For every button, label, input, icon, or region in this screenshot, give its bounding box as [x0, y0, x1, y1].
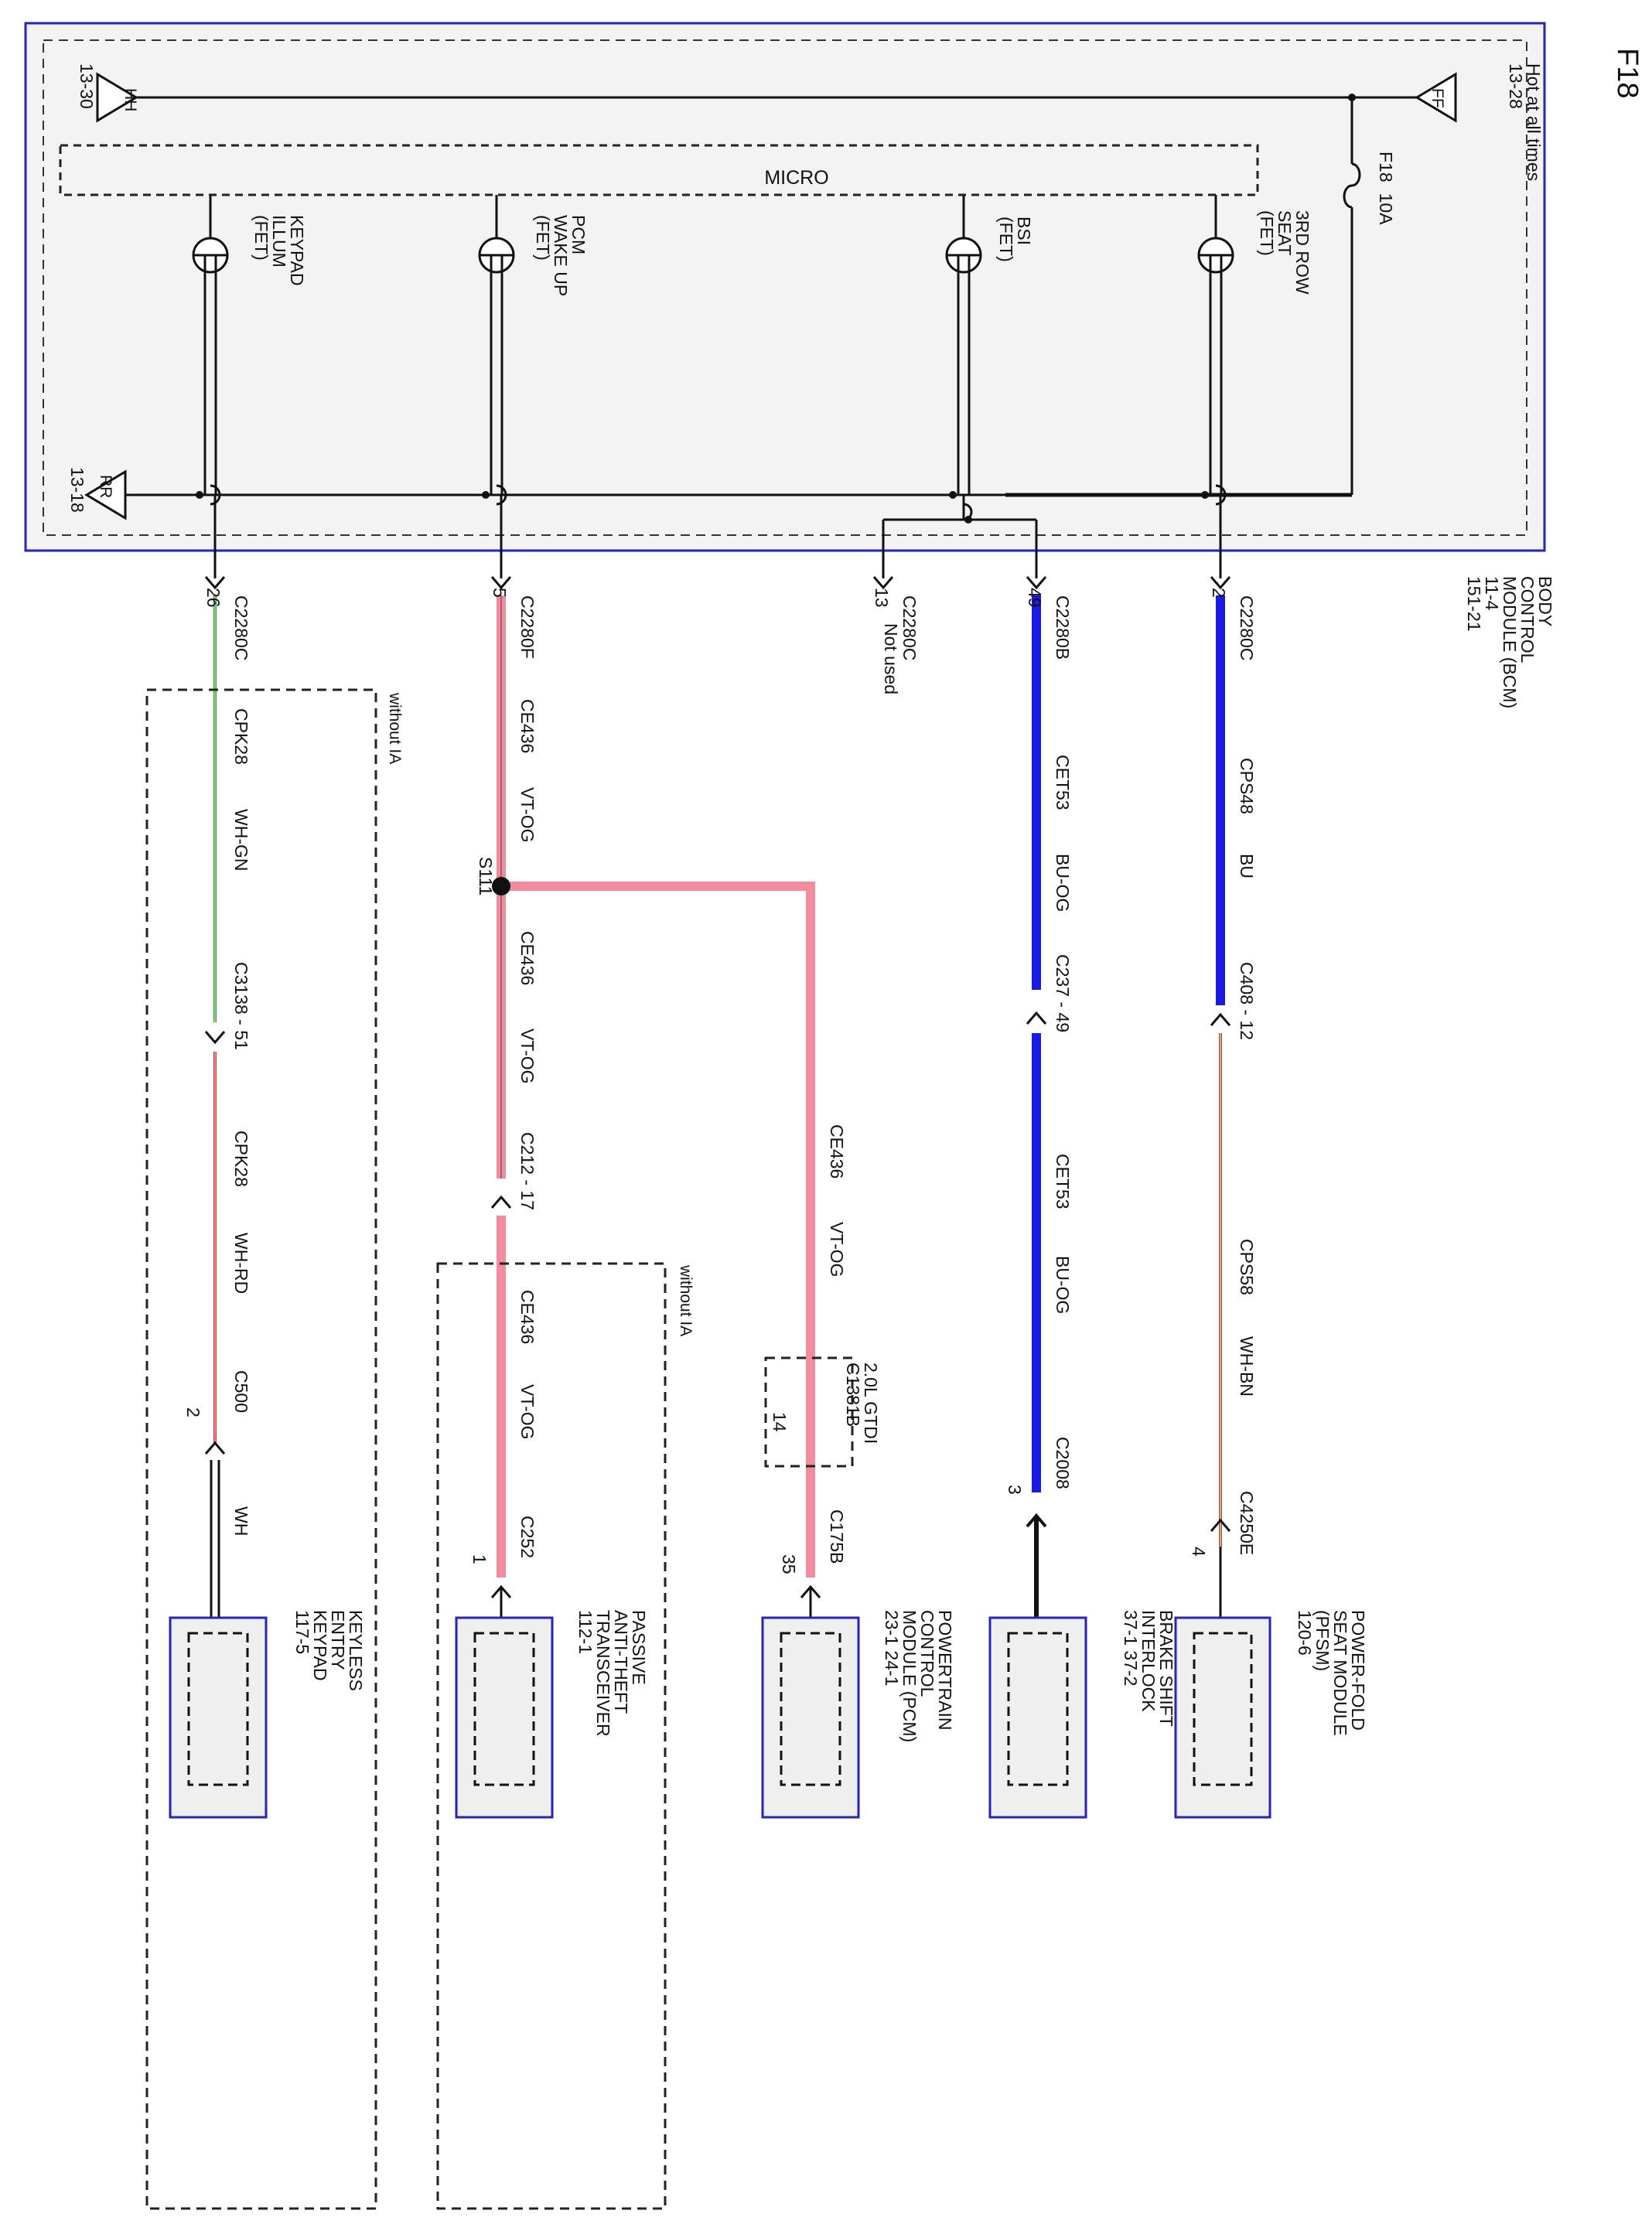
hh-ref: 13-30 [77, 63, 97, 109]
pfsm-color: BU [1237, 854, 1257, 878]
rr-ref: 13-18 [67, 467, 87, 513]
fuse-icon [1343, 162, 1361, 209]
fet-keypad-label: KEYPAD ILLUM (FET) [251, 215, 307, 291]
fet-3rd-row-label: 3RD ROW SEAT (FET) [1257, 210, 1312, 299]
unused-note: Not used [881, 623, 901, 694]
pats-inline-connector: C212 - 17 [517, 1132, 538, 1210]
pcm-end-connector: C175B [827, 1509, 847, 1564]
bcm-outer-box [24, 22, 1546, 552]
keypad-circuit: CPK28 [231, 708, 251, 765]
pats-circuit-b: CE436 [517, 931, 538, 985]
keypad-module-box [169, 1616, 268, 1819]
micro-box [59, 144, 1259, 196]
pats-option-box [436, 1262, 667, 2210]
pcm-branch-circuit: CE436 [827, 1124, 847, 1179]
fet-3rd-row-seat [1197, 195, 1234, 495]
keypad-bcm-connector: C2280C [231, 595, 251, 660]
circuit-power-fold-seat [1210, 495, 1231, 1618]
ff-ref: 13-28 [1506, 63, 1526, 109]
fet-bsi [945, 195, 982, 495]
bcm-name: BODY CONTROL MODULE (BCM) 11-4 151-21 [1464, 576, 1555, 714]
pats-color-b: VT-OG [517, 1028, 538, 1084]
pcm-end-pin: 35 [779, 1554, 799, 1574]
bsi-component-name: BRAKE SHIFT INTERLOCK 37-1 37-2 [1121, 1610, 1176, 1731]
fet-keypad-illum [192, 195, 229, 495]
circuit-keyless-entry-keypad [204, 495, 226, 1618]
pats-bcm-connector: C2280F [517, 595, 538, 659]
pfsm-circuit-b: CPS58 [1237, 1239, 1257, 1295]
pcm-option-pin: 14 [770, 1412, 790, 1432]
hh-flag-icon [96, 72, 138, 123]
pfsm-inline-connector: C408 - 12 [1237, 962, 1257, 1040]
circuit-passive-anti-theft [490, 495, 815, 1618]
pats-color-c: VT-OG [517, 1384, 538, 1440]
keypad-bcm-pin: 26 [203, 588, 224, 608]
pats-module-box [455, 1616, 554, 1819]
keypad-end-pin: 2 [183, 1407, 203, 1417]
keypad-component-name: KEYLESS ENTRY KEYPAD 117-5 [292, 1610, 366, 1696]
bsi-circuit-b: CET53 [1053, 1154, 1073, 1209]
pats-component-name: PASSIVE ANTI-THEFT TRANSCEIVER 112-1 [575, 1610, 649, 1741]
pfsm-end-connector: C4250E [1237, 1491, 1257, 1555]
bsi-color-b: BU-OG [1053, 1256, 1073, 1314]
keypad-end-connector: C500 [231, 1370, 251, 1413]
circuit-brake-shift-interlock [1026, 520, 1047, 1618]
splice-s111-icon [492, 877, 510, 895]
pfsm-circuit: CPS48 [1237, 758, 1257, 814]
fet-bsi-label: BSI (FET) [996, 217, 1034, 262]
unused-bcm-pin: 13 [872, 588, 892, 608]
hot-at-all-times-label: Hot at all times [1524, 63, 1544, 181]
bsi-end-pin: 3 [1005, 1485, 1025, 1495]
pfsm-end-pin: 4 [1189, 1547, 1209, 1557]
keypad-color: WH-GN [231, 809, 251, 871]
pcm-option-connector-label: 2.0L GTDI C1381B [843, 1363, 881, 1449]
fuse-label: F1810A [1376, 152, 1396, 225]
splice-s111-label: S111 [476, 857, 496, 895]
pfsm-bcm-connector: C2280C [1237, 595, 1257, 660]
pcm-module-box [761, 1616, 860, 1819]
pfsm-component-name: POWER-FOLD SEAT MODULE (PFSM) 120-6 [1295, 1610, 1368, 1741]
unused-bcm-connector: C2280C [899, 595, 920, 660]
circuit-not-used [872, 520, 894, 590]
bsi-circuit: CET53 [1053, 755, 1073, 810]
pcm-option-connector-box [764, 1356, 854, 1468]
keypad-option-box [145, 688, 377, 2210]
page-id: F18 [1611, 48, 1643, 98]
pats-end-connector: C252 [517, 1516, 538, 1558]
keypad-color-b: WH-RD [231, 1233, 251, 1294]
pats-color: VT-OG [517, 787, 538, 843]
pfsm-module-box [1174, 1616, 1271, 1819]
pats-circuit: CE436 [517, 699, 538, 753]
bsi-bcm-connector: C2280B [1053, 595, 1073, 660]
keypad-option-note: without IA [386, 692, 404, 764]
pats-bcm-pin: 5 [490, 588, 510, 598]
pats-option-note: without IA [677, 1264, 695, 1336]
bsi-end-connector: C2008 [1053, 1437, 1073, 1489]
pfsm-color-b: WH-BN [1237, 1336, 1257, 1397]
ff-flag-icon [1415, 72, 1457, 123]
pcm-branch-color: VT-OG [827, 1222, 847, 1277]
pats-end-pin: 1 [469, 1554, 490, 1564]
rr-flag-label: RR [97, 475, 114, 498]
pats-circuit-c: CE436 [517, 1290, 538, 1344]
pfsm-bcm-pin: 2 [1209, 588, 1229, 598]
micro-label: MICRO [764, 167, 828, 189]
keypad-circuit-b: CPK28 [231, 1131, 251, 1187]
keypad-end-color: WH [231, 1506, 251, 1536]
bsi-inline-connector: C237 - 49 [1053, 954, 1073, 1032]
fet-pcm-label: PCM WAKE UP (FET) [533, 215, 589, 301]
ff-flag-label: FF [1428, 88, 1446, 108]
bsi-bcm-pin: 49 [1025, 588, 1045, 608]
keypad-inline-connector: C3138 - 51 [231, 962, 251, 1050]
pcm-component-name: POWERTRAIN CONTROL MODULE (PCM) 23-1 24-… [882, 1610, 955, 1748]
bsi-color: BU-OG [1053, 854, 1073, 912]
hh-flag-label: HH [121, 88, 139, 111]
fet-pcm-wake-up [478, 195, 515, 495]
bsi-module-box [988, 1616, 1087, 1819]
